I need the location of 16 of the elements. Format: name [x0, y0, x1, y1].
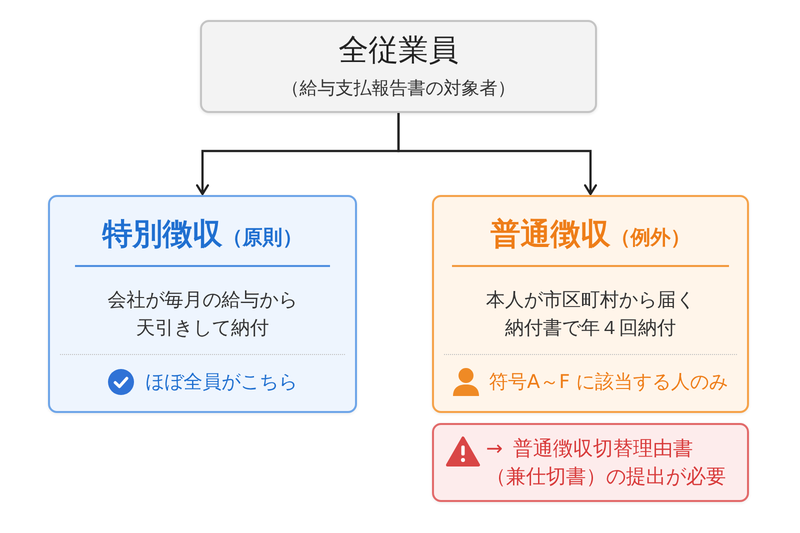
box-subtitle: （給与支払報告書の対象者）	[282, 77, 516, 101]
heading-note: （原則）	[222, 224, 302, 251]
info-card	[48, 195, 357, 413]
info-card	[432, 195, 749, 413]
warning-text: → 普通徴収切替理由書（兼仕切書）の提出が必要	[486, 435, 727, 490]
card-heading: 特別徴収	[102, 217, 222, 253]
card-note: ほぼ全員がこちら	[146, 370, 298, 395]
process-box	[200, 20, 597, 113]
card-description: 本人が市区町村から届く納付書で年４回納付	[485, 288, 696, 341]
card-heading: 普通徴収	[490, 217, 610, 253]
arrow	[397, 113, 597, 196]
card-description: 会社が毎月の給与から天引きして納付	[106, 288, 298, 341]
card-note: 符号A～F に該当する人のみ	[489, 370, 728, 395]
box-title: 全従業員	[338, 32, 458, 70]
warning-box	[432, 423, 749, 502]
heading-note: （例外）	[610, 224, 690, 251]
